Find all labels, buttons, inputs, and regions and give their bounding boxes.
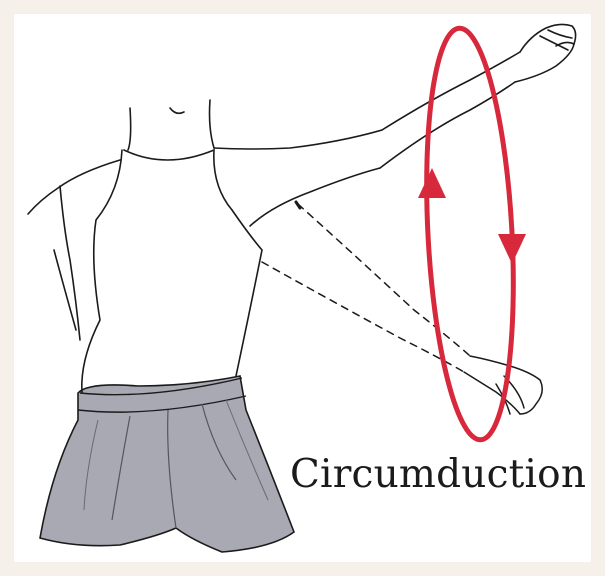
torso xyxy=(28,100,382,392)
lowered-arm xyxy=(262,202,542,414)
shorts xyxy=(40,376,294,552)
arrowhead-down-icon xyxy=(498,234,526,264)
arrowhead-up-icon xyxy=(418,168,446,198)
red-circular-arrow-icon xyxy=(417,26,526,442)
caption: Circumduction xyxy=(290,452,586,497)
